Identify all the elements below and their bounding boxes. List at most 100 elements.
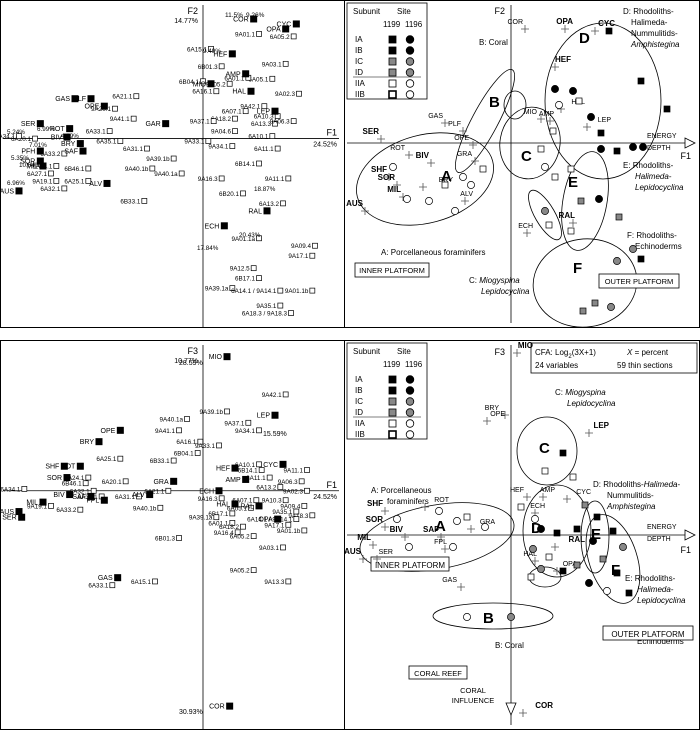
variable-marker xyxy=(274,515,282,523)
sample-label: 6A24.1 xyxy=(64,475,84,482)
x-axis-label: F1 xyxy=(326,480,337,490)
legend-circle xyxy=(405,386,415,395)
variable-label: LEP xyxy=(598,117,612,124)
top-percent: 28.59% xyxy=(179,360,203,367)
sample-marker xyxy=(274,145,281,152)
sample-square xyxy=(545,553,553,561)
variable-marker xyxy=(271,107,279,115)
variable-label: BRY xyxy=(80,439,95,446)
sample-label: 9A09.4 xyxy=(291,243,311,250)
sample-label: 9A42.1 xyxy=(240,104,260,111)
sample-marker xyxy=(210,118,217,124)
sample-label: 9A09.4 xyxy=(280,503,300,510)
sample-circle xyxy=(613,257,621,265)
legend-row-label: IB xyxy=(355,46,363,55)
variable-label: OPE xyxy=(85,104,100,111)
variable-cross xyxy=(546,117,554,125)
sample-label: 6A05.1 xyxy=(227,505,247,512)
legend-row-label: IA xyxy=(355,35,363,44)
sample-label: 6B20.1 xyxy=(219,191,239,198)
sample-label: 9A35.1 xyxy=(256,303,276,310)
variable-cross xyxy=(401,533,409,541)
variable-marker xyxy=(100,102,108,110)
variable-marker xyxy=(66,491,74,499)
sample-circle xyxy=(569,87,577,95)
legend-circle xyxy=(405,397,415,406)
variable-cross xyxy=(441,545,449,553)
caption-a: A: Porcellaneous xyxy=(371,486,431,495)
x-axis-label: F1 xyxy=(326,128,337,138)
variable-marker xyxy=(63,133,71,141)
sample-square xyxy=(579,307,587,315)
sample-circle xyxy=(629,143,637,151)
sample-label: 6A16.1 xyxy=(176,439,196,446)
sample-square xyxy=(479,165,487,173)
variable-marker xyxy=(100,496,108,504)
loading-annotation: 20.43% xyxy=(239,232,261,239)
sample-square xyxy=(569,473,577,481)
sample-marker xyxy=(261,103,268,110)
sample-label: 9A01.1b xyxy=(285,288,309,295)
sample-square xyxy=(441,181,449,189)
sample-marker xyxy=(229,520,236,526)
sample-marker xyxy=(280,200,286,207)
sample-label: 6A05.1 xyxy=(248,76,268,83)
variable-marker xyxy=(71,95,79,103)
variable-cross xyxy=(361,207,369,215)
sample-marker xyxy=(213,88,220,95)
group-ellipse xyxy=(561,151,609,251)
sample-marker xyxy=(32,135,38,142)
sample-circle xyxy=(451,207,459,215)
sample-marker xyxy=(272,120,278,127)
legend-square xyxy=(388,57,397,66)
variable-cross xyxy=(421,503,429,511)
sample-label: 6A33.1 xyxy=(88,583,108,590)
legend-square xyxy=(388,79,397,88)
sample-marker xyxy=(194,450,201,456)
variable-label: PLF xyxy=(448,121,461,128)
variable-cross xyxy=(359,555,367,563)
inner-platform-box xyxy=(370,556,450,572)
sample-circle xyxy=(629,245,637,253)
variable-marker xyxy=(228,50,236,58)
sample-circle xyxy=(393,515,401,523)
energy-label: ENERGY xyxy=(647,524,677,531)
sample-circle xyxy=(459,173,467,181)
sample-circle xyxy=(541,207,549,215)
inner-platform-box xyxy=(354,262,430,278)
sample-marker xyxy=(309,512,316,519)
sample-label: 6B01.3 xyxy=(155,536,175,543)
legend-circle xyxy=(405,35,415,44)
inner-platform-label: INNER PLATFORM xyxy=(375,561,445,570)
sample-marker xyxy=(248,504,254,511)
cfa-box xyxy=(530,342,698,374)
sample-marker xyxy=(269,75,276,82)
x-axis-label: F1 xyxy=(680,545,691,555)
sample-marker xyxy=(53,163,60,169)
variable-cross xyxy=(585,429,593,437)
sample-label: 6B33.1 xyxy=(150,458,170,465)
sample-marker xyxy=(277,302,284,309)
sample-square xyxy=(663,105,671,113)
sample-circle xyxy=(531,515,539,523)
variable-cross xyxy=(405,151,413,159)
energy-arrow-head xyxy=(684,137,696,149)
sample-marker xyxy=(122,478,129,485)
variable-label: AUS xyxy=(345,547,362,556)
sample-marker xyxy=(312,242,318,249)
sample-label: 6B04.1 xyxy=(174,451,194,458)
sample-label: 6A15.1 xyxy=(131,579,151,586)
sample-square xyxy=(625,589,633,597)
loading-annotation: 17.84% xyxy=(197,245,219,252)
variable-label: COR xyxy=(209,704,225,711)
sample-label: 6B46.1 xyxy=(64,166,84,173)
variable-marker xyxy=(36,157,44,165)
sample-marker xyxy=(149,165,156,172)
variable-marker xyxy=(103,179,111,187)
variable-label: GRA xyxy=(457,151,473,158)
variable-marker xyxy=(263,207,271,215)
variable-label: BRY xyxy=(485,405,500,412)
group-ellipse xyxy=(522,484,592,578)
group-letter-c: C xyxy=(521,148,532,165)
x-axis-percent: 24.52% xyxy=(313,494,337,501)
